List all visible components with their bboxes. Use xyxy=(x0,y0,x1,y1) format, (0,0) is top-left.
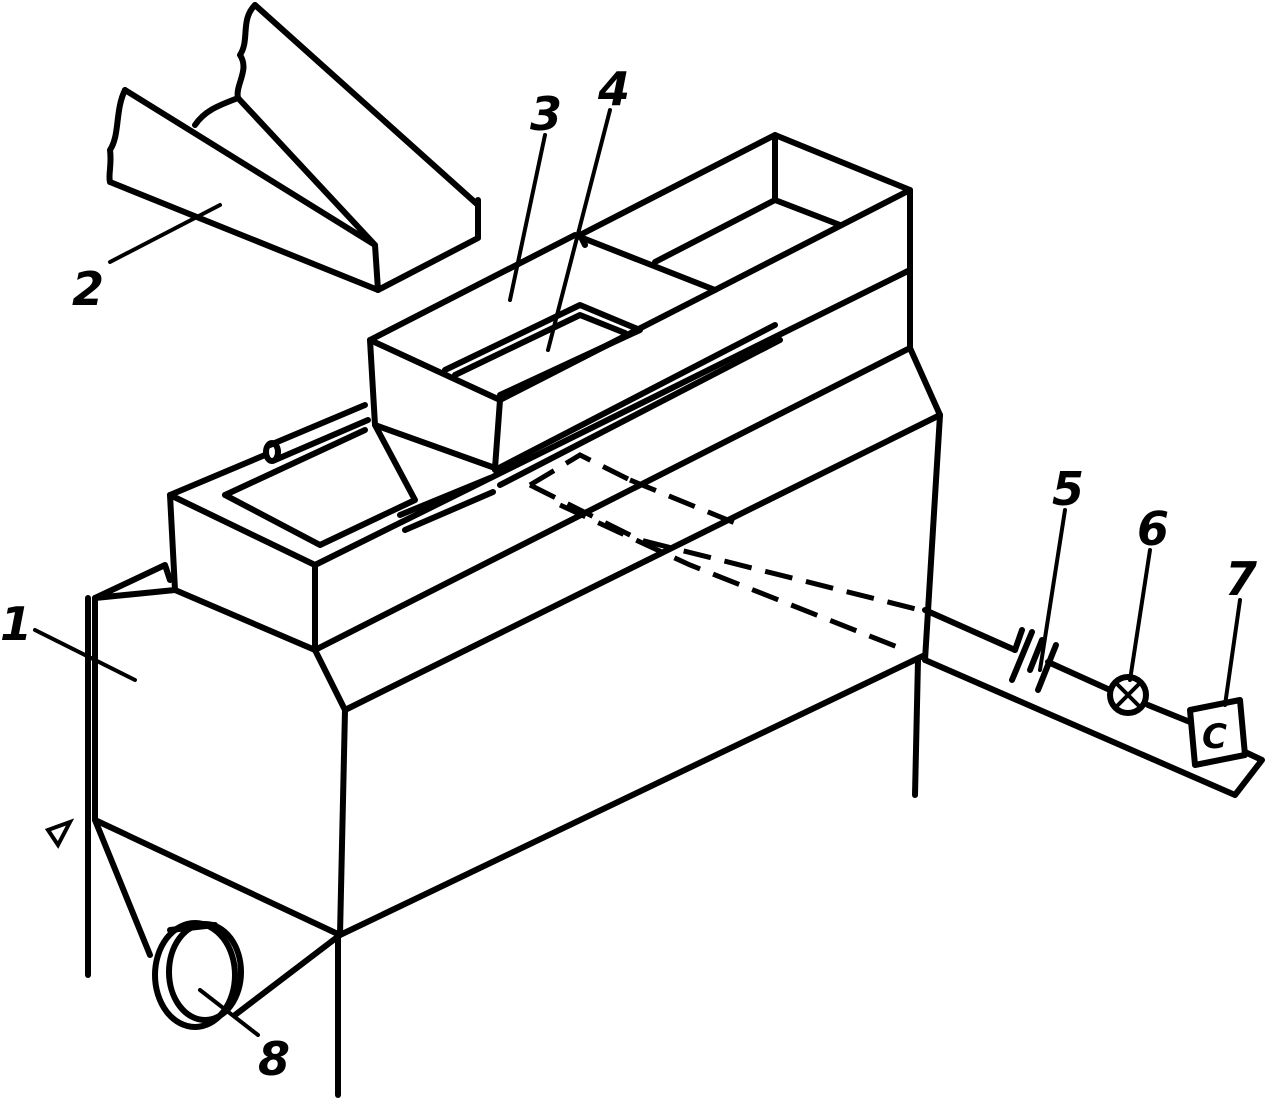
leader-3 xyxy=(508,133,547,302)
tray-front xyxy=(367,337,503,471)
left-recess xyxy=(222,422,418,548)
chute-broken-edge xyxy=(106,87,128,185)
housing-bottom-edge xyxy=(337,652,928,938)
leg-right xyxy=(912,657,921,798)
housing-right-shoulder xyxy=(907,345,943,418)
rod-left-bottom xyxy=(272,417,371,463)
chute-fold xyxy=(235,95,378,248)
leader-4 xyxy=(546,108,612,352)
label-8: 8 xyxy=(258,1032,290,1086)
rod-mid-bottom xyxy=(402,489,496,533)
chute-top-rim xyxy=(252,2,481,208)
electrode-lead-upper xyxy=(528,482,921,613)
hidden-electrode xyxy=(528,452,921,653)
label-7: 7 xyxy=(1225,552,1257,606)
leader-1 xyxy=(33,628,137,682)
circuit: C xyxy=(922,607,1265,798)
rod-left-top xyxy=(267,402,368,448)
wire-lamp-box xyxy=(1145,702,1193,725)
lamp-icon xyxy=(1107,674,1149,716)
pan-rim xyxy=(442,302,643,398)
step-top-front-edge xyxy=(312,267,913,568)
label-1: 1 xyxy=(0,597,32,651)
housing-left-slope xyxy=(92,587,178,601)
leader-6 xyxy=(1128,548,1152,682)
housing-shoulder-line xyxy=(312,345,913,653)
housing-right-edge xyxy=(922,412,943,663)
upper-body xyxy=(167,187,913,653)
chute-broken-top xyxy=(234,2,258,101)
step-front-corner xyxy=(167,492,318,653)
hopper-right xyxy=(232,932,343,1018)
leader-lines xyxy=(33,108,1242,1037)
battery-plate-3 xyxy=(1027,637,1045,673)
meter-box-letter: C xyxy=(1202,717,1227,757)
electrode-lead-lower xyxy=(558,502,906,653)
fan-outlet xyxy=(152,920,244,1030)
label-3: 3 xyxy=(530,87,562,141)
rod-left-end xyxy=(263,440,281,464)
wire-battery-lamp xyxy=(1045,659,1113,693)
housing-left-top xyxy=(92,562,173,601)
battery-plate-2 xyxy=(1009,629,1035,683)
main-housing xyxy=(44,345,943,1098)
housing-front-corner xyxy=(312,647,348,938)
electrode-side xyxy=(629,477,741,528)
pan-inner xyxy=(452,312,628,378)
meter-box: C xyxy=(1187,697,1248,768)
leader-7 xyxy=(1223,598,1242,707)
leader-2 xyxy=(108,203,222,264)
label-2: 2 xyxy=(72,262,104,316)
chute-bottom xyxy=(107,179,381,293)
rear-tray-floor xyxy=(652,197,778,265)
fan-top-edge xyxy=(167,922,218,933)
leader-8 xyxy=(198,988,260,1037)
fan-inner-ring xyxy=(166,921,244,1023)
rod-long-top xyxy=(492,322,778,473)
chute-curve xyxy=(192,95,241,128)
label-5: 5 xyxy=(1052,462,1084,516)
rear-tray xyxy=(577,132,913,293)
hopper-left xyxy=(92,817,153,958)
step-left-top xyxy=(167,452,268,498)
leader-5 xyxy=(1038,508,1067,672)
rod-mid-top xyxy=(397,475,493,518)
label-6: 6 xyxy=(1137,502,1169,556)
label-4: 4 xyxy=(597,62,630,116)
chute xyxy=(106,2,481,293)
rear-tray-top xyxy=(577,132,913,293)
battery-plate-1 xyxy=(1012,627,1025,653)
left-recess-back xyxy=(222,427,368,498)
labels: 1 2 3 4 5 6 7 8 xyxy=(0,62,1257,1086)
housing-top-edge xyxy=(342,412,943,713)
wire-to-battery xyxy=(922,607,1018,653)
electrode-top-dash xyxy=(528,452,632,488)
step-left-front xyxy=(167,492,178,593)
housing-shoulder-front xyxy=(172,587,318,653)
ground-wire xyxy=(922,657,1265,798)
chute-right-base xyxy=(375,197,481,293)
mark-glyph xyxy=(44,818,75,849)
rod-long-bottom xyxy=(497,337,783,488)
chute-left-rim xyxy=(122,87,381,293)
housing-bottom-front xyxy=(92,817,343,938)
battery-plate-4 xyxy=(1035,642,1059,693)
